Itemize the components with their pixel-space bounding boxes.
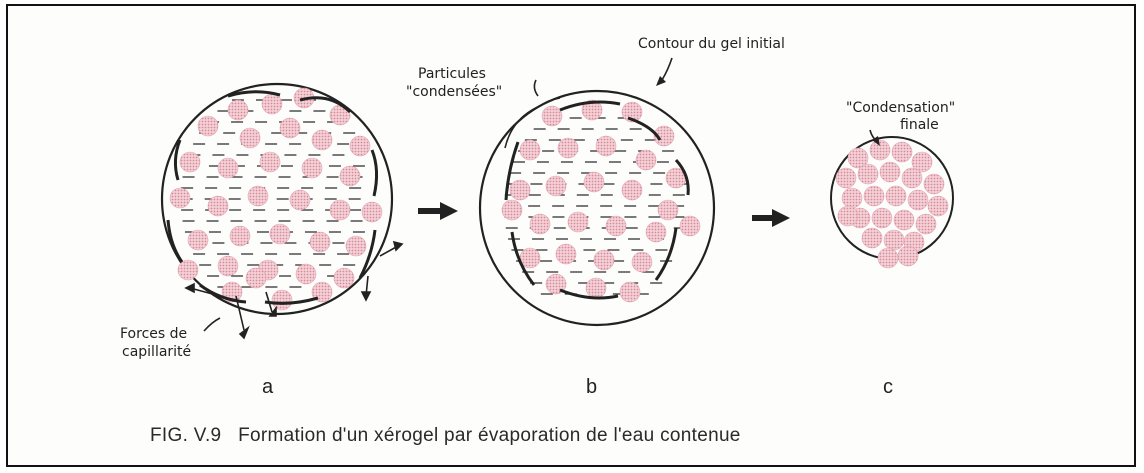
particle bbox=[558, 138, 578, 158]
particle bbox=[188, 230, 208, 250]
particle bbox=[296, 264, 316, 284]
particle bbox=[606, 216, 626, 236]
label-condensation: "Condensation" bbox=[846, 100, 955, 116]
particle bbox=[596, 136, 616, 156]
particle bbox=[520, 140, 540, 160]
particle bbox=[230, 226, 250, 246]
label-contour-gel-initial: Contour du gel initial bbox=[638, 36, 785, 52]
particle bbox=[350, 136, 370, 156]
panel-label-c: c bbox=[883, 376, 893, 399]
particle bbox=[884, 230, 904, 250]
particle bbox=[260, 152, 280, 172]
particle bbox=[680, 216, 700, 236]
gel-c bbox=[831, 137, 953, 268]
particle bbox=[928, 196, 948, 216]
particle bbox=[886, 186, 906, 206]
particle bbox=[878, 248, 898, 268]
label-capillarite: capillarité bbox=[122, 344, 191, 360]
particle bbox=[908, 190, 928, 210]
particle bbox=[836, 168, 856, 188]
particle bbox=[916, 214, 936, 234]
particle bbox=[556, 244, 576, 264]
particle bbox=[898, 246, 918, 266]
label-finale: finale bbox=[900, 117, 939, 133]
particle bbox=[862, 228, 882, 248]
particle bbox=[892, 142, 912, 162]
particle bbox=[272, 290, 292, 310]
particle bbox=[246, 268, 266, 288]
particle bbox=[842, 188, 862, 208]
particle bbox=[240, 128, 260, 148]
particle bbox=[872, 208, 892, 228]
label-particules: Particules bbox=[418, 66, 486, 82]
particle bbox=[510, 180, 530, 200]
particle bbox=[180, 152, 200, 172]
particle bbox=[620, 282, 640, 302]
particle bbox=[334, 268, 354, 288]
particle bbox=[568, 212, 588, 232]
panel-label-b: b bbox=[586, 376, 597, 399]
particle bbox=[838, 206, 858, 226]
particules-brace-tip bbox=[534, 80, 538, 96]
particle bbox=[310, 232, 330, 252]
gel-c-particles bbox=[836, 140, 948, 268]
particle bbox=[636, 150, 656, 170]
particle bbox=[632, 252, 652, 272]
particle bbox=[902, 168, 922, 188]
particle bbox=[280, 118, 300, 138]
particle bbox=[546, 176, 566, 196]
particle bbox=[208, 196, 228, 216]
particle bbox=[542, 106, 562, 126]
particle bbox=[340, 166, 360, 186]
particle bbox=[658, 200, 678, 220]
particle bbox=[228, 100, 248, 120]
particle bbox=[346, 236, 366, 256]
particle bbox=[218, 256, 238, 276]
forces-leader bbox=[204, 318, 220, 331]
panel-label-a: a bbox=[262, 376, 273, 399]
particle bbox=[290, 190, 310, 210]
particle bbox=[594, 250, 614, 270]
particle bbox=[586, 278, 606, 298]
particle bbox=[218, 158, 238, 178]
particle bbox=[858, 164, 878, 184]
particle bbox=[924, 174, 944, 194]
particle bbox=[248, 186, 268, 206]
particle bbox=[178, 260, 198, 280]
particle bbox=[584, 172, 604, 192]
particle bbox=[198, 116, 218, 136]
particle bbox=[894, 210, 914, 230]
particle bbox=[170, 188, 190, 208]
particle bbox=[262, 94, 282, 114]
figure-caption: FIG. V.9 Formation d'un xérogel par évap… bbox=[150, 425, 741, 447]
particle bbox=[880, 162, 900, 182]
particle bbox=[530, 214, 550, 234]
particle bbox=[622, 180, 642, 200]
particle bbox=[330, 200, 350, 220]
contour-leader bbox=[662, 58, 672, 80]
particle bbox=[870, 140, 890, 160]
particle bbox=[302, 158, 322, 178]
particle bbox=[502, 200, 522, 220]
label-condensees: "condensées" bbox=[406, 84, 502, 100]
particle bbox=[362, 202, 382, 222]
arrow-a-to-b bbox=[418, 202, 458, 220]
particle bbox=[864, 186, 884, 206]
particle bbox=[312, 130, 332, 150]
particle bbox=[270, 224, 290, 244]
gel-a bbox=[162, 84, 402, 338]
label-forces-de: Forces de bbox=[120, 326, 187, 342]
particle bbox=[646, 222, 666, 242]
arrow-b-to-c bbox=[752, 209, 790, 227]
